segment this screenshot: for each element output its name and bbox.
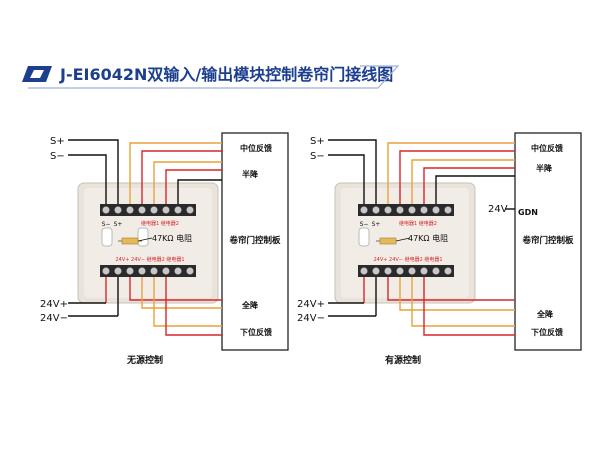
right-s-plus-label: S+ <box>310 136 325 147</box>
left-panel-title: 卷帘门控制板 <box>228 235 281 246</box>
left-24v-plus-label: 24V+ <box>40 299 68 310</box>
right-wire-half-1 <box>411 159 515 204</box>
left-s-plus-label: S+ <box>50 136 65 147</box>
left-wire-bottom-fb-1 <box>153 277 222 327</box>
left-module-s-plus: S+ <box>114 221 123 228</box>
left-module-relay-top-text: 继电器1 继电器2 <box>141 220 179 227</box>
title-underline <box>28 65 400 89</box>
right-panel-label-full: 全降 <box>536 309 554 319</box>
right-wire-half-3 <box>435 175 515 204</box>
left-panel-label-half: 半降 <box>242 169 259 179</box>
right-bottom-terminal-block <box>358 265 454 277</box>
right-module-s-minus: S− <box>360 221 369 228</box>
left-wire-half-3 <box>177 179 222 204</box>
right-control-panel <box>514 132 582 351</box>
right-caption: 有源控制 <box>385 354 421 366</box>
right-module-s-plus: S+ <box>372 221 381 228</box>
right-wire-s-minus <box>328 154 365 204</box>
left-top-screws <box>102 206 194 214</box>
left-wire-full-2 <box>141 277 222 309</box>
right-wire-bottom-fb-2 <box>423 277 515 336</box>
right-resistor-label: 47KΩ 电阻 <box>408 233 448 243</box>
left-wire-mid-feedback-1 <box>129 142 222 204</box>
left-diagram: 卷帘门控制板 中位反馈 半降 全降 下位反馈 S− S+ 继电器1 继电器2 2… <box>40 132 289 366</box>
right-gdn-label: GDN <box>518 208 538 217</box>
right-wire-mid-feedback-1 <box>387 142 515 204</box>
right-resistor <box>376 237 411 245</box>
right-wire-s-plus <box>328 139 377 204</box>
right-panel-label-mid: 中位反馈 <box>531 143 563 153</box>
right-top-terminal-block <box>358 204 454 216</box>
right-24v-minus-label: 24V− <box>297 313 325 324</box>
left-module-slot-2 <box>137 227 149 247</box>
left-module-s-minus: S− <box>102 221 111 228</box>
right-24v-minus-gdn-label: 24V− <box>488 204 516 215</box>
right-module-slot <box>358 227 370 247</box>
left-wire-full-1 <box>129 277 222 301</box>
left-bottom-terminal-block <box>100 265 196 277</box>
right-s-minus-label: S− <box>310 151 325 162</box>
left-wire-mid-feedback-2 <box>141 150 222 204</box>
logo-icon <box>22 66 52 82</box>
right-module-relay-top-text: 继电器1 继电器2 <box>399 220 437 227</box>
left-wire-s-plus <box>68 139 119 204</box>
left-panel-label-bottom: 下位反馈 <box>240 327 272 337</box>
left-24v-minus-label: 24V− <box>40 313 68 324</box>
diagram-title: J-EI6042N双输入/输出模块控制卷帘门接线图 <box>59 65 393 84</box>
left-top-terminal-block <box>100 204 196 216</box>
right-wire-mid-feedback-2 <box>399 150 515 204</box>
left-panel-label-full: 全降 <box>241 300 259 310</box>
right-bottom-screws <box>360 267 452 275</box>
left-resistor-label: 47KΩ 电阻 <box>152 233 192 243</box>
left-module-slot <box>101 227 113 247</box>
left-caption: 无源控制 <box>126 354 163 366</box>
left-wire-bottom-fb-2 <box>165 277 222 336</box>
right-panel-title: 卷帘门控制板 <box>521 235 574 246</box>
right-wire-half-2 <box>423 167 515 204</box>
left-wire-half-1 <box>153 161 222 204</box>
left-bottom-screws <box>102 267 194 275</box>
left-control-panel <box>221 132 289 351</box>
right-panel-label-bottom: 下位反馈 <box>531 327 563 337</box>
right-wire-full-1 <box>387 277 515 301</box>
right-wire-bottom-fb-1 <box>411 277 515 327</box>
right-wire-full-2 <box>399 277 515 311</box>
left-resistor <box>118 237 153 245</box>
right-panel-label-half: 半降 <box>536 163 553 173</box>
left-wire-half-2 <box>165 169 222 204</box>
left-panel-label-mid: 中位反馈 <box>240 143 272 153</box>
right-24v-plus-label: 24V+ <box>297 299 325 310</box>
right-top-screws <box>360 206 452 214</box>
right-diagram: 卷帘门控制板 中位反馈 半降 全降 下位反馈 GDN S− S+ 继电器1 继电… <box>297 132 582 366</box>
left-s-minus-label: S− <box>50 151 65 162</box>
right-module-relay-bottom-text: 24V+ 24V− 继电器2 继电器1 <box>373 256 442 263</box>
left-module-relay-bottom-text: 24V+ 24V− 继电器2 继电器1 <box>115 256 184 263</box>
left-wire-s-minus <box>68 154 107 204</box>
